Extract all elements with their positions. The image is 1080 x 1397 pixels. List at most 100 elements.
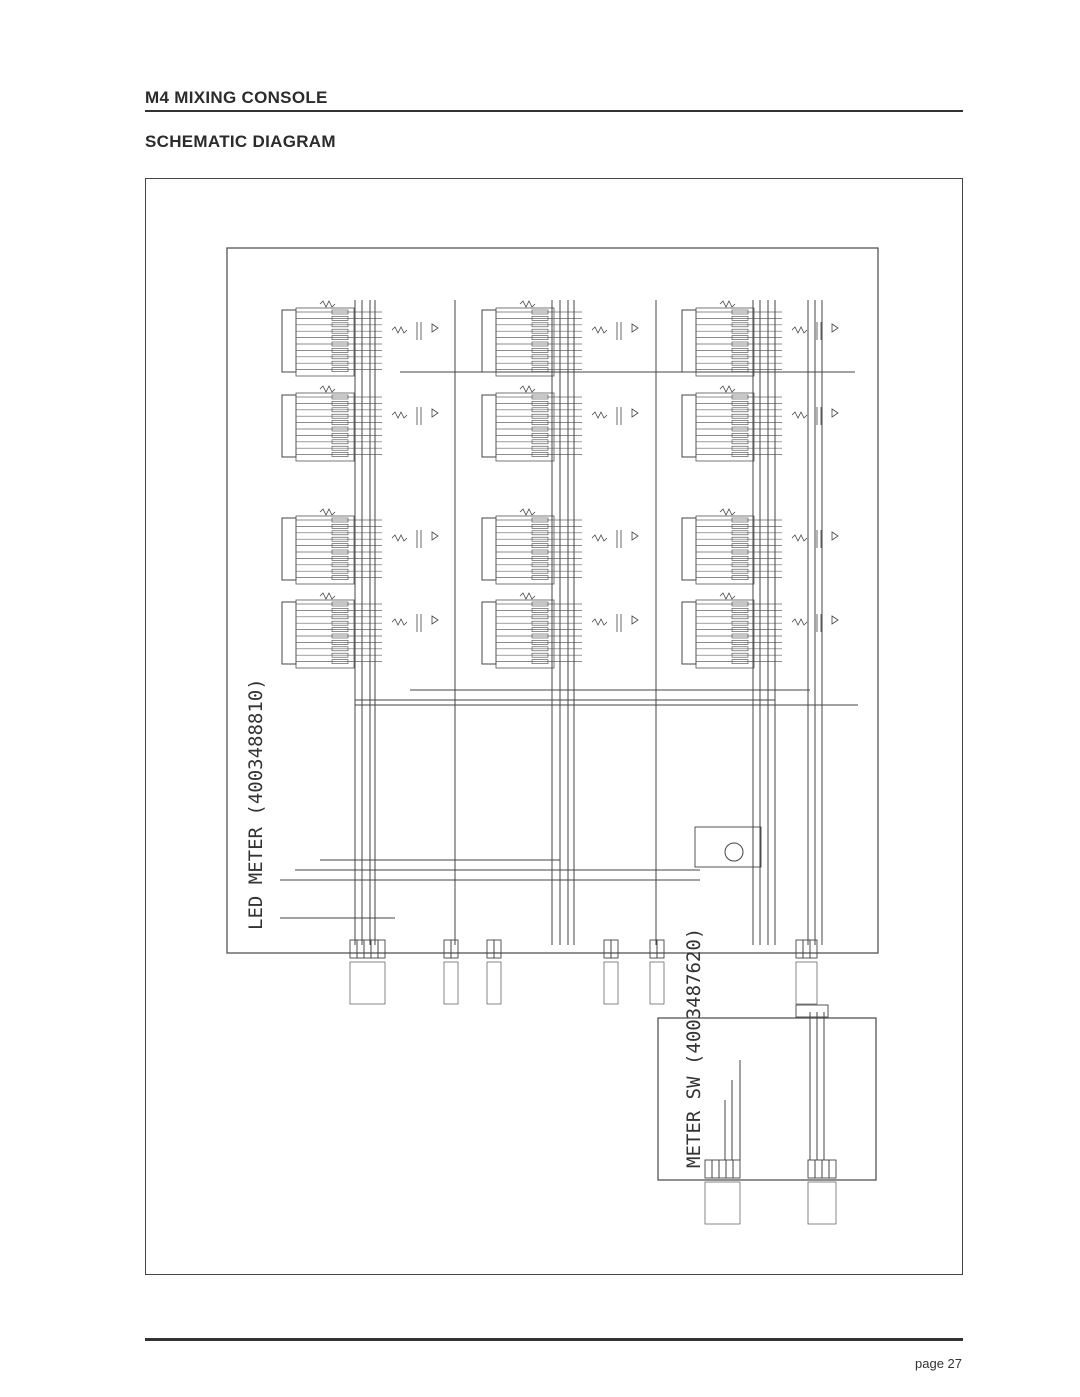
led-symbol [331, 401, 349, 406]
led-array-frame [495, 599, 555, 669]
led-array-frame [295, 392, 355, 462]
led-symbol [331, 394, 349, 400]
led-symbol [731, 445, 749, 451]
led-symbol [731, 536, 749, 542]
led-array-frame [695, 392, 755, 462]
connector [704, 1159, 741, 1225]
connector-label-box [349, 961, 386, 1005]
connector-pin [377, 939, 386, 959]
led-symbol [331, 316, 349, 321]
connector-pin [711, 1159, 720, 1179]
ic-block [281, 508, 439, 585]
led-symbol [731, 413, 749, 419]
ground-arrow [431, 615, 439, 625]
led-symbol [331, 614, 349, 620]
document-title: M4 MIXING CONSOLE [145, 88, 328, 107]
connector-pin [704, 1159, 713, 1179]
connector-pin [610, 939, 619, 959]
led-symbol [531, 413, 549, 419]
led-symbol [331, 549, 349, 555]
resistor-symbol [391, 618, 408, 626]
connector-label-box [795, 961, 818, 1005]
ic-body [481, 394, 497, 458]
led-symbol [331, 646, 349, 652]
led-symbol [531, 335, 549, 340]
led-symbol [531, 530, 549, 536]
ic-body [481, 601, 497, 665]
wiring [280, 300, 858, 1160]
led-symbol [531, 549, 549, 555]
led-symbol [331, 335, 349, 340]
led-symbol [731, 646, 749, 652]
connector-pin [802, 939, 811, 959]
resistor-symbol [519, 385, 536, 393]
connector-pin [656, 939, 665, 959]
led-array-frame [695, 307, 755, 377]
led-symbol [531, 608, 549, 613]
led-symbol [531, 407, 549, 413]
connector-pin [795, 939, 804, 959]
resistor-symbol [719, 592, 736, 600]
page-number: page 27 [915, 1356, 962, 1371]
ic-body [681, 394, 697, 458]
led-symbol [731, 328, 749, 334]
led-symbol [331, 620, 349, 626]
led-symbol [731, 556, 749, 561]
led-meter-board [226, 247, 879, 954]
led-symbol [331, 367, 349, 372]
connector [443, 939, 459, 1005]
led-symbol [331, 309, 349, 315]
resistor-symbol [591, 326, 608, 334]
led-symbol [331, 322, 349, 328]
led-symbol [731, 601, 749, 607]
led-symbol [331, 452, 349, 457]
led-symbol [531, 445, 549, 451]
led-symbol [531, 452, 549, 457]
led-symbol [731, 627, 749, 632]
connector-label-box [443, 961, 459, 1005]
resistor-symbol [791, 618, 808, 626]
led-symbol [331, 652, 349, 658]
led-symbol [331, 556, 349, 561]
led-array-frame [295, 515, 355, 585]
led-symbol [731, 568, 749, 574]
connector-pin [725, 1159, 734, 1179]
ic-body [481, 309, 497, 373]
connector-pin [732, 1159, 741, 1179]
led-symbol [531, 536, 549, 542]
led-symbol [531, 620, 549, 626]
ground-arrow [631, 323, 639, 333]
led-symbol [731, 659, 749, 664]
connector [795, 939, 818, 1005]
led-symbol [731, 562, 749, 568]
ic-body [281, 309, 297, 373]
section-title: SCHEMATIC DIAGRAM [145, 132, 336, 151]
led-symbol [531, 614, 549, 620]
led-symbol [331, 439, 349, 445]
led-symbol [531, 517, 549, 523]
led-symbol [531, 439, 549, 445]
led-symbol [331, 354, 349, 360]
led-symbol [731, 620, 749, 626]
led-array-frame [695, 515, 755, 585]
ground-arrow [431, 323, 439, 333]
led-symbol [731, 354, 749, 360]
led-symbol [331, 633, 349, 639]
led-symbol [531, 360, 549, 366]
connector-label-box [649, 961, 665, 1005]
connector [486, 939, 502, 1005]
connector-pin [356, 939, 365, 959]
connector-pin [603, 939, 612, 959]
connector-label-box [704, 1181, 741, 1225]
resistor-symbol [391, 411, 408, 419]
ground-arrow [631, 531, 639, 541]
led-symbol [531, 348, 549, 353]
resistor-symbol [719, 385, 736, 393]
footer-rule [145, 1338, 963, 1341]
led-symbol [531, 524, 549, 529]
connector-pin [349, 939, 358, 959]
connector-pin [718, 1159, 727, 1179]
connector [807, 1159, 837, 1225]
led-symbol [731, 401, 749, 406]
